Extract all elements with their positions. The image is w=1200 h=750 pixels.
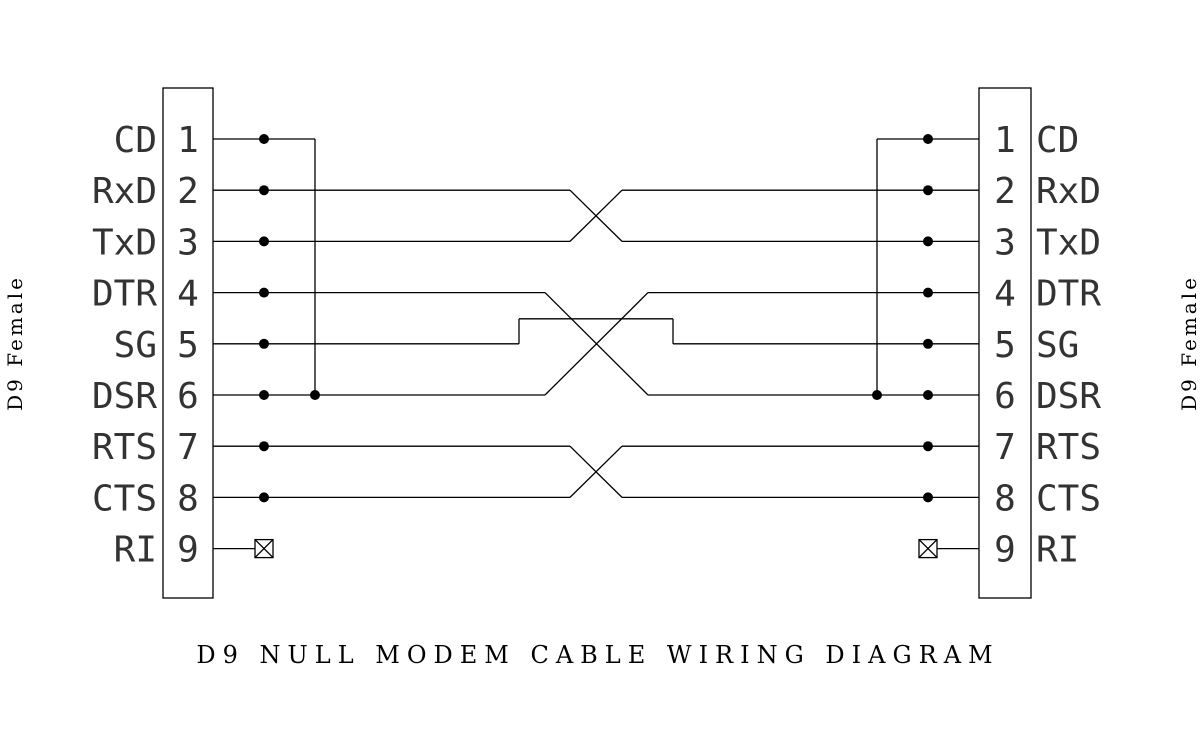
left-signal-label: RxD: [92, 171, 157, 212]
right-pin-number: 3: [994, 222, 1016, 263]
left-signal-label: TxD: [92, 222, 157, 263]
left-signal-label: CTS: [92, 478, 157, 519]
right-signal-label: RxD: [1036, 171, 1101, 212]
connection-wire: [569, 189, 623, 242]
right-signal-label: SG: [1036, 325, 1079, 366]
connection-wire: [569, 445, 623, 498]
right-signal-label: CD: [1036, 120, 1079, 161]
left-pin-number: 4: [177, 274, 199, 315]
right-pin-number: 8: [994, 478, 1016, 519]
left-signal-label: SG: [114, 325, 157, 366]
right-signal-label: TxD: [1036, 222, 1101, 263]
right-pin-number: 1: [994, 120, 1016, 161]
left-pin-number: 8: [177, 478, 199, 519]
left-no-connect-mark: [254, 539, 274, 559]
right-pin-number: 6: [994, 376, 1016, 417]
left-connector-box: [162, 87, 214, 599]
right-signal-label: DSR: [1036, 376, 1101, 417]
left-pin-number: 6: [177, 376, 199, 417]
left-pin-number: 2: [177, 171, 199, 212]
right-connector-box: [978, 87, 1032, 599]
left-signal-label: DTR: [92, 274, 157, 315]
right-pin-number: 7: [994, 427, 1016, 468]
left-signal-label: RTS: [92, 427, 157, 468]
left-pin-number: 5: [177, 325, 199, 366]
right-pin-number: 2: [994, 171, 1016, 212]
right-pin-number: 4: [994, 274, 1016, 315]
right-no-connect-mark: [918, 539, 938, 559]
left-signal-label: RI: [114, 530, 157, 571]
left-pin-number: 9: [177, 530, 199, 571]
left-signal-label: CD: [114, 120, 157, 161]
right-side-label: D9 Female: [1177, 275, 1200, 411]
right-pin-number: 5: [994, 325, 1016, 366]
left-pin-number: 1: [177, 120, 199, 161]
left-signal-label: DSR: [92, 376, 157, 417]
connection-wire: [544, 292, 649, 396]
wires: [213, 134, 979, 559]
left-pin-number: 7: [177, 427, 199, 468]
right-signal-label: RI: [1036, 530, 1079, 571]
right-signal-label: CTS: [1036, 478, 1101, 519]
right-pin-number: 9: [994, 530, 1016, 571]
left-pin-number: 3: [177, 222, 199, 263]
left-side-label: D9 Female: [3, 275, 27, 411]
right-signal-label: DTR: [1036, 274, 1101, 315]
diagram-title: D9 NULL MODEM CABLE WIRING DIAGRAM: [196, 641, 999, 669]
pin-labels: 1 CD 2 RxD 3 TxD 4 DTR 5 SG 6 DSR 7 RTS 8 CTS 9 RI 1 CD 2 RxD…: [92, 120, 1101, 571]
right-signal-label: RTS: [1036, 427, 1101, 468]
